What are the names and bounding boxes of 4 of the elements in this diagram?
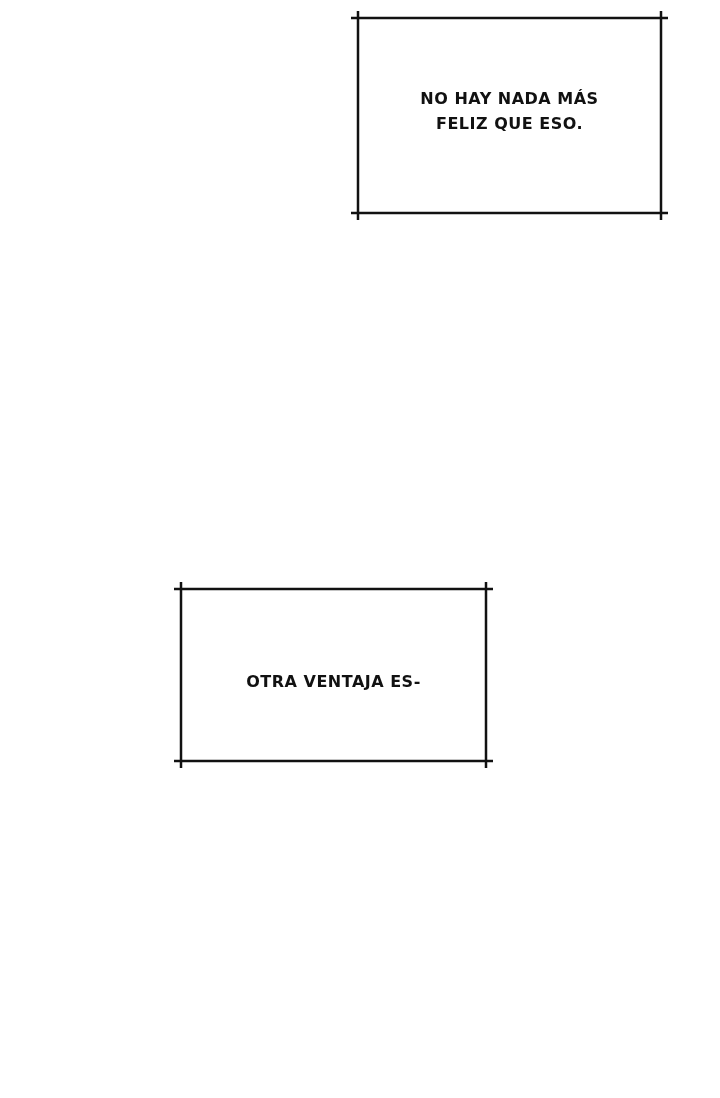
caption-text: NO HAY NADA MÁS FELIZ QUE ESO. [419, 87, 600, 135]
caption-box [174, 582, 493, 768]
caption-box [351, 11, 668, 220]
caption-text: OTRA VENTAJA ES- [246, 670, 421, 693]
